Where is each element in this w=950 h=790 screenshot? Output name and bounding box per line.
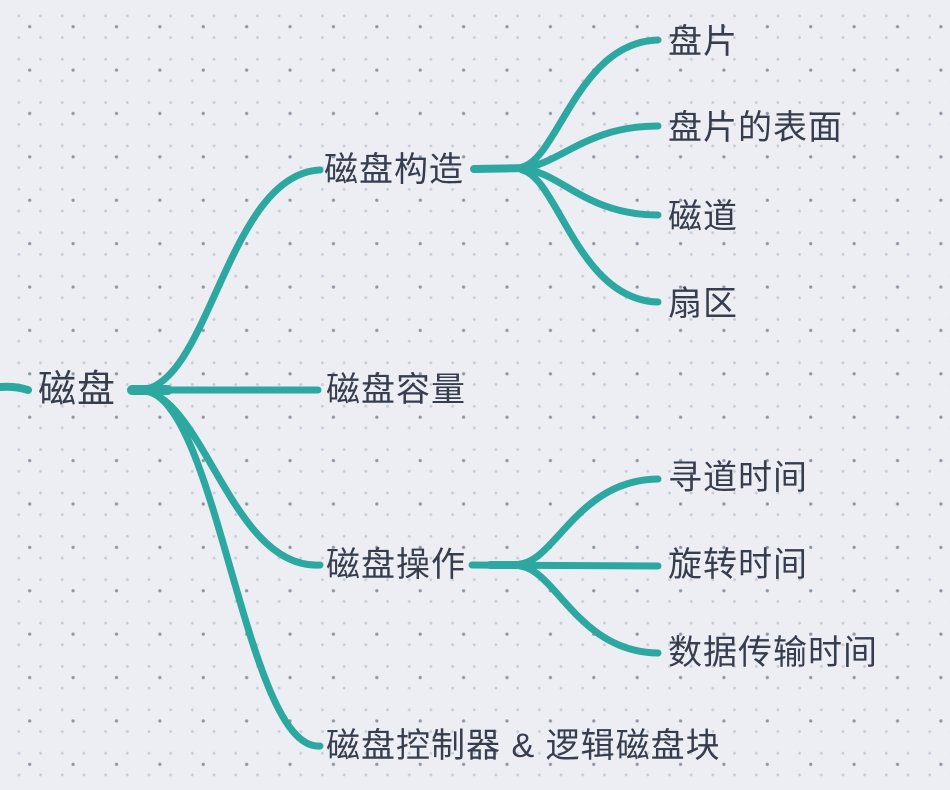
connector-operations-to-seek: [516, 475, 662, 568]
connector-root-to-operations: [138, 386, 324, 569]
connector-structure-to-surface: [518, 122, 662, 172]
node-disk-capacity[interactable]: 磁盘容量: [326, 371, 466, 409]
connector-structure-to-platter: [518, 36, 662, 171]
connector-root-to-structure: [138, 166, 324, 394]
connector-root-stub: [0, 382, 32, 394]
node-disk-structure[interactable]: 磁盘构造: [324, 151, 464, 189]
node-disk-controller-logical-blocks[interactable]: 磁盘控制器 & 逻辑磁盘块: [326, 727, 721, 765]
node-seek-time[interactable]: 寻道时间: [668, 459, 808, 497]
connector-structure-to-track: [518, 165, 662, 219]
connector-operations-to-transfer: [516, 562, 662, 657]
node-disk[interactable]: 磁盘: [38, 369, 117, 411]
node-disk-operations[interactable]: 磁盘操作: [326, 546, 466, 584]
node-track[interactable]: 磁道: [668, 198, 738, 236]
node-sector[interactable]: 扇区: [668, 285, 738, 323]
connector-root-to-controller: [142, 387, 324, 750]
node-platter-surface[interactable]: 盘片的表面: [668, 109, 843, 147]
node-platter[interactable]: 盘片: [668, 23, 738, 61]
node-data-transfer-time[interactable]: 数据传输时间: [668, 634, 878, 672]
connector-structure-to-sector: [518, 166, 662, 306]
node-rotation-time[interactable]: 旋转时间: [668, 546, 808, 584]
